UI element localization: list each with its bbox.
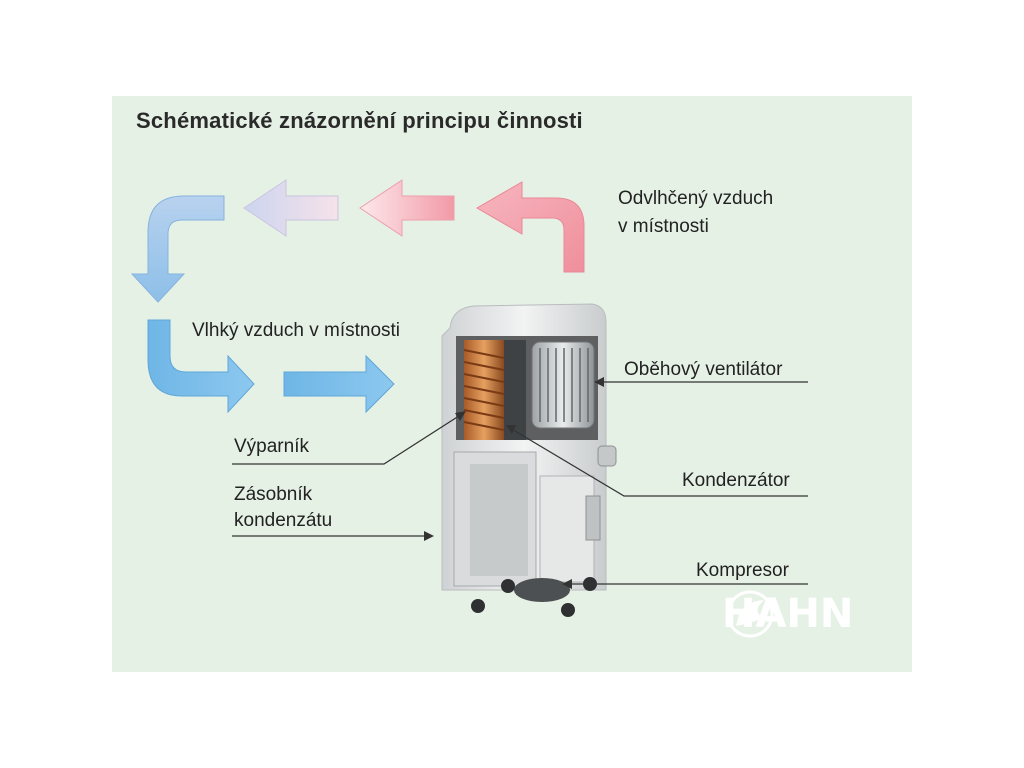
bent-arrow-icon (476, 181, 585, 273)
dehumidifier-unit-icon (441, 303, 617, 617)
left-arrow-icon (359, 179, 455, 237)
diagram-title: Schématické znázornění principu činnosti (136, 108, 583, 133)
brand-logo-text: HAHN (722, 591, 854, 637)
right-arrow-icon (283, 354, 395, 414)
tank-label-line1: Zásobník (234, 484, 313, 505)
evaporator-leader (232, 413, 463, 465)
diagram-svg (130, 179, 808, 638)
compressor-label: Kompresor (696, 560, 789, 581)
condenser-leader (509, 427, 808, 497)
condenser-label: Kondenzátor (682, 470, 790, 491)
dry-air-label-line1: Odvlhčený vzduch (618, 188, 774, 209)
bent-arrow-icon (130, 195, 225, 303)
dry-air-label-line2: v místnosti (618, 216, 709, 237)
evaporator-label: Výparník (234, 436, 309, 457)
humid-air-label: Vlhký vzduch v místnosti (192, 320, 401, 341)
diagram-panel: Schématické znázornění principu činnosti… (112, 96, 912, 672)
tank-label-line2: kondenzátu (234, 510, 333, 531)
left-arrow-icon (243, 179, 339, 237)
fan-label: Oběhový ventilátor (624, 359, 783, 380)
bent-arrow-icon (147, 319, 255, 414)
rooster-logo-icon (726, 590, 774, 638)
